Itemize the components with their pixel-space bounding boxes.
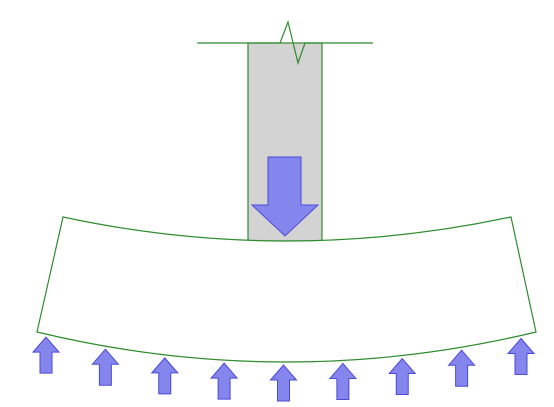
up-arrow-icon <box>150 357 179 395</box>
break-line <box>197 19 373 66</box>
up-arrow-icon <box>91 348 120 386</box>
up-arrow-icon <box>506 337 536 375</box>
up-arrow-icon <box>269 364 298 402</box>
up-arrow-icon <box>210 362 239 400</box>
down-arrow-icon <box>250 156 320 237</box>
footing <box>36 216 537 363</box>
up-arrow-icon <box>328 362 357 400</box>
up-arrow-icon <box>31 336 61 374</box>
up-arrow-icon <box>447 349 476 387</box>
up-arrow-icon <box>388 357 417 396</box>
reaction-arrows <box>31 336 536 402</box>
